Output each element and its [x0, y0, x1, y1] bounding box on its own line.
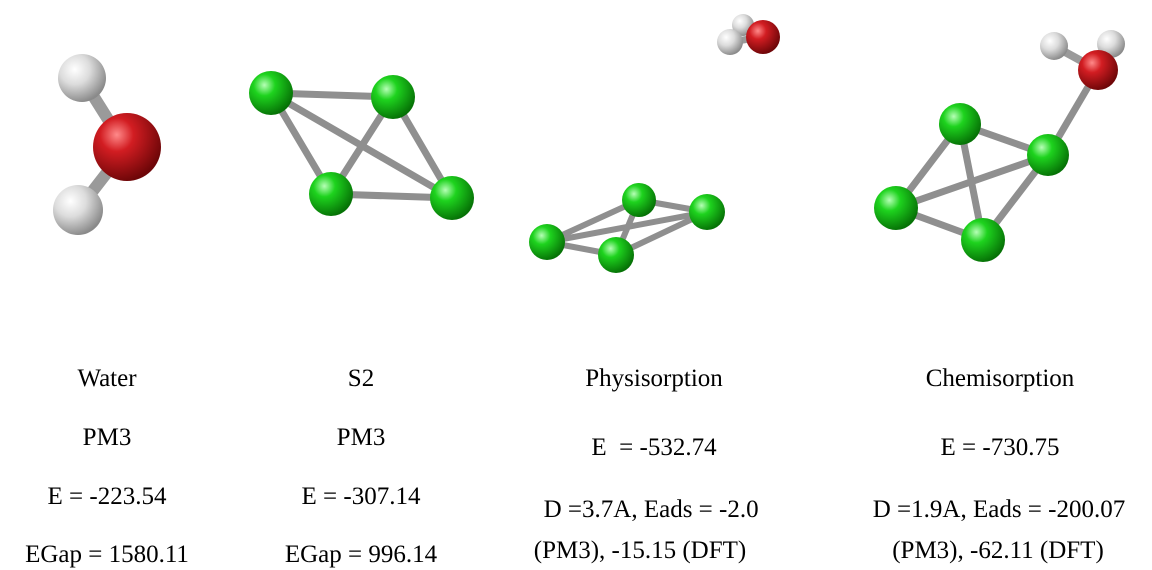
physisorption-title: Physisorption — [585, 365, 723, 392]
water-egap: EGap = 1580.11 — [25, 541, 189, 568]
sulfur-atom — [430, 176, 474, 220]
oxygen-atom — [1078, 50, 1118, 90]
sulfur-atom — [939, 103, 981, 145]
water-molecule — [53, 54, 161, 235]
oxygen-atom — [93, 113, 161, 181]
s2-egap: EGap = 996.14 — [284, 541, 438, 568]
water-energy: E = -223.54 — [47, 483, 167, 510]
sulfur-atom — [249, 71, 293, 115]
physisorption-water — [717, 14, 780, 55]
sulfur-atom — [598, 237, 634, 273]
s2-energy: E = -307.14 — [301, 483, 421, 510]
hydrogen-atom — [53, 185, 103, 235]
sulfur-atom — [1027, 134, 1069, 176]
sulfur-atom — [961, 218, 1005, 262]
sulfur-atom — [529, 224, 565, 260]
bond — [892, 151, 1052, 212]
water-method: PM3 — [82, 424, 132, 451]
chemisorption-atoms — [874, 103, 1069, 262]
chemisorption-energy: E = -730.75 — [940, 434, 1060, 461]
sulfur-atom — [874, 186, 918, 230]
s2-cluster — [267, 89, 456, 202]
sulfur-atom — [689, 194, 725, 230]
chemisorption-dft: (PM3), -62.11 (DFT) — [892, 537, 1104, 564]
oxygen-atom — [746, 20, 780, 54]
sulfur-atom — [622, 183, 656, 217]
hydrogen-atom — [1040, 32, 1068, 60]
s2-method: PM3 — [336, 424, 386, 451]
water-title: Water — [77, 365, 137, 392]
s2-atoms — [249, 71, 474, 220]
physisorption-energy: E = -532.74 — [591, 434, 717, 461]
s2-title: S2 — [347, 365, 375, 392]
physisorption-atoms — [529, 183, 725, 273]
physisorption-distance: D =3.7A, Eads = -2.0 — [537, 496, 759, 523]
chemisorption-title: Chemisorption — [925, 365, 1075, 392]
chemisorption-water — [1040, 30, 1125, 157]
physisorption-dft: (PM3), -15.15 (DFT) — [533, 537, 747, 564]
hydrogen-atom — [58, 54, 106, 102]
chemisorption-distance: D =1.9A, Eads = -200.07 — [872, 496, 1126, 523]
hydrogen-atom — [717, 29, 743, 55]
sulfur-atom — [371, 75, 415, 119]
sulfur-atom — [309, 172, 353, 216]
